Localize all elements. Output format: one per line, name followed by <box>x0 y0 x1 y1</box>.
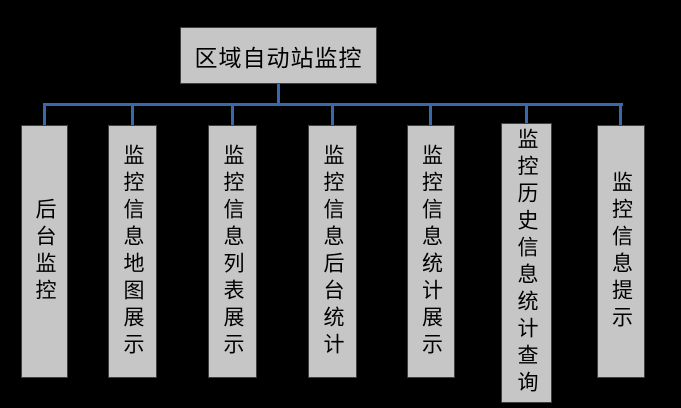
node-backend-statistics-label: 监控信息后台统计 <box>321 143 345 360</box>
connector-drop-1 <box>43 105 46 125</box>
node-backend-statistics: 监控信息后台统计 <box>308 125 357 378</box>
node-backend-monitoring-label: 后台监控 <box>33 197 57 306</box>
node-info-alert-label: 监控信息提示 <box>609 170 634 333</box>
root-node-label: 区域自动站监控 <box>194 45 363 72</box>
node-info-alert: 监控信息提示 <box>597 125 645 378</box>
node-map-display-label: 监控信息地图展示 <box>121 143 145 360</box>
connector-drop-4 <box>331 105 334 125</box>
root-node: 区域自动站监控 <box>180 27 377 84</box>
connector-drop-6 <box>525 105 528 125</box>
node-history-statistics-query: 监控历史信息统计查询 <box>501 123 552 403</box>
connector-drop-2 <box>131 105 134 125</box>
node-backend-monitoring: 后台监控 <box>21 125 68 378</box>
connector-horizontal <box>43 103 623 106</box>
connector-trunk <box>277 84 280 104</box>
connector-drop-5 <box>429 105 432 125</box>
node-map-display: 监控信息地图展示 <box>108 125 157 378</box>
node-list-display-label: 监控信息列表展示 <box>221 143 245 360</box>
node-statistics-display: 监控信息统计展示 <box>407 125 455 378</box>
node-list-display: 监控信息列表展示 <box>208 125 257 378</box>
node-statistics-display-label: 监控信息统计展示 <box>419 143 444 360</box>
connector-drop-3 <box>231 105 234 125</box>
node-history-statistics-query-label: 监控历史信息统计查询 <box>515 128 539 398</box>
connector-drop-7 <box>619 105 622 125</box>
